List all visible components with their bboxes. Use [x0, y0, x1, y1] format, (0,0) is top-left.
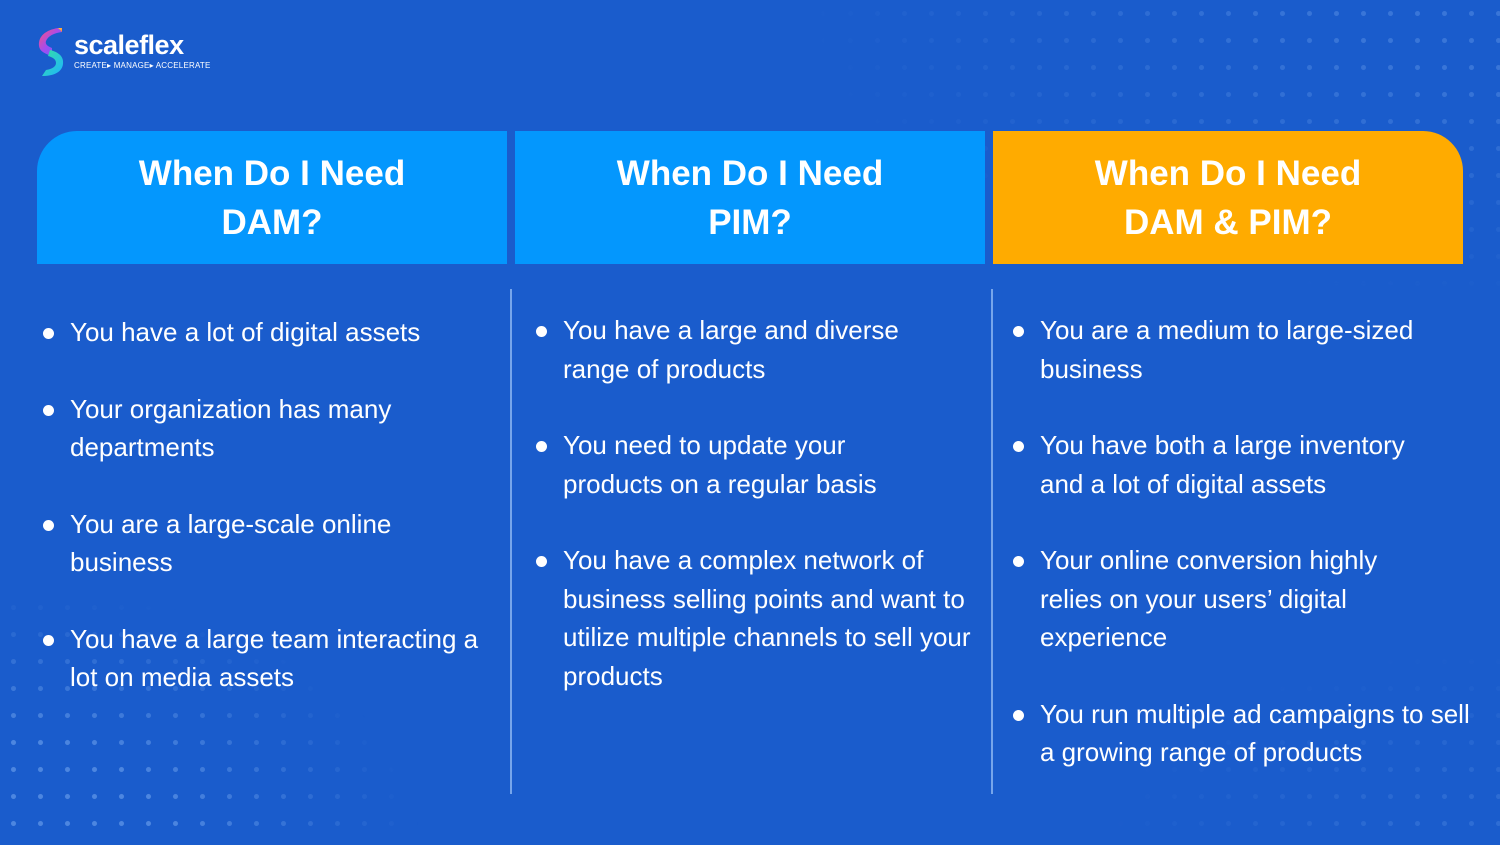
list-item: Your online conversion highly relies on …	[1012, 541, 1422, 657]
dam-list: You have a lot of digital assets Your or…	[42, 313, 502, 735]
header-dam-pim: When Do I Need DAM & PIM?	[993, 131, 1463, 264]
bullet-icon	[43, 519, 54, 531]
bullet-icon	[536, 556, 547, 567]
brand-name: scaleflex	[74, 30, 184, 60]
pim-list: You have a large and diverse range of pr…	[535, 311, 975, 733]
list-item: You are a medium to large-sized business	[1012, 311, 1462, 388]
bullet-icon	[43, 404, 54, 416]
list-item: Your organization has many departments	[42, 390, 462, 467]
scaleflex-s-logo-icon	[38, 28, 64, 76]
bullet-icon	[1013, 326, 1024, 337]
header-pim-title: When Do I Need PIM?	[617, 149, 883, 247]
dam-pim-list: You are a medium to large-sized business…	[1012, 311, 1472, 810]
list-item: You need to update your products on a re…	[535, 426, 935, 503]
list-item: You have a large and diverse range of pr…	[535, 311, 945, 388]
brand-logo: scaleflex CREATE▸ MANAGE▸ ACCELERATE	[36, 26, 211, 78]
header-dam-line1: When Do I Need	[138, 153, 406, 193]
bullet-icon	[536, 326, 547, 337]
list-item: You have both a large inventory and a lo…	[1012, 426, 1452, 503]
header-pim-line1: When Do I Need	[616, 153, 884, 193]
bullet-icon	[1013, 709, 1024, 721]
column-divider	[991, 289, 993, 794]
bullet-icon	[43, 634, 54, 646]
header-dam-title: When Do I Need DAM?	[139, 149, 405, 247]
bullet-icon	[536, 441, 547, 452]
header-dam-pim-title: When Do I Need DAM & PIM?	[1095, 149, 1361, 247]
list-item: You have a lot of digital assets	[42, 313, 502, 352]
header-pim-line2: PIM?	[708, 202, 792, 242]
header-dam-line2: DAM?	[221, 202, 323, 242]
list-item: You are a large-scale online business	[42, 505, 462, 582]
header-dam: When Do I Need DAM?	[37, 131, 507, 264]
list-item: You have a complex network of business s…	[535, 541, 975, 695]
header-dam-pim-line2: DAM & PIM?	[1123, 202, 1333, 242]
bullet-icon	[1013, 556, 1024, 567]
list-item: You have a large team interacting a lot …	[42, 620, 502, 697]
header-dam-pim-line1: When Do I Need	[1094, 153, 1362, 193]
bullet-icon	[43, 328, 54, 339]
brand-tagline: CREATE▸ MANAGE▸ ACCELERATE	[74, 61, 211, 70]
column-divider	[510, 289, 512, 794]
bullet-icon	[1013, 441, 1024, 452]
list-item: You run multiple ad campaigns to sell a …	[1012, 695, 1472, 772]
header-pim: When Do I Need PIM?	[515, 131, 985, 264]
